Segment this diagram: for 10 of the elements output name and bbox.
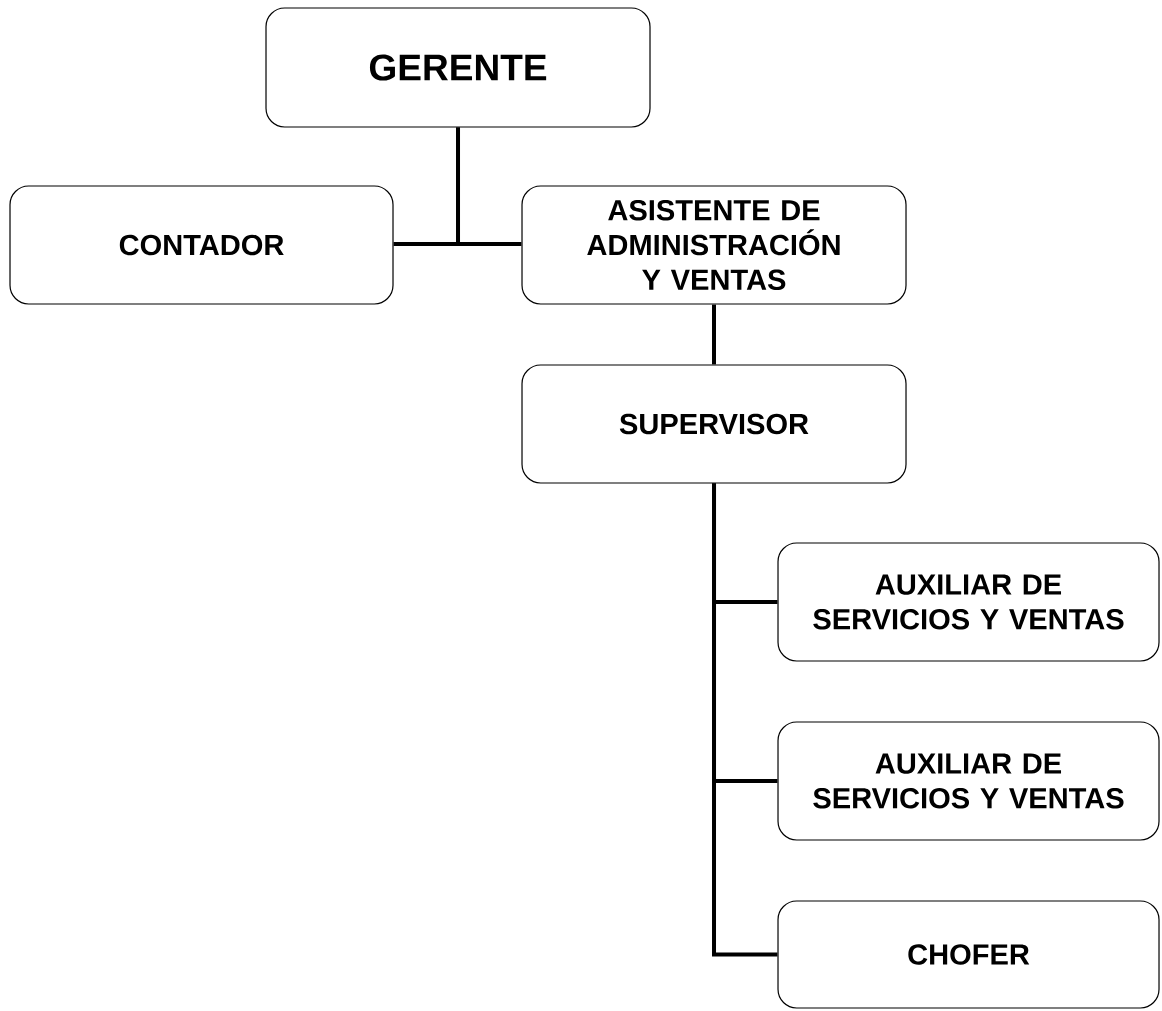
org-box: CHOFER bbox=[777, 900, 1160, 1009]
org-box: AUXILIAR DE SERVICIOS Y VENTAS bbox=[777, 721, 1160, 841]
org-box: GERENTE bbox=[265, 7, 651, 128]
connector-line bbox=[712, 483, 778, 957]
connector-line bbox=[712, 304, 716, 365]
org-box: SUPERVISOR bbox=[521, 364, 907, 484]
org-box: ASISTENTE DE ADMINISTRACIÓN Y VENTAS bbox=[521, 185, 907, 305]
org-box: AUXILIAR DE SERVICIOS Y VENTAS bbox=[777, 542, 1160, 662]
connector-line bbox=[456, 127, 522, 246]
org-box: CONTADOR bbox=[9, 185, 394, 305]
